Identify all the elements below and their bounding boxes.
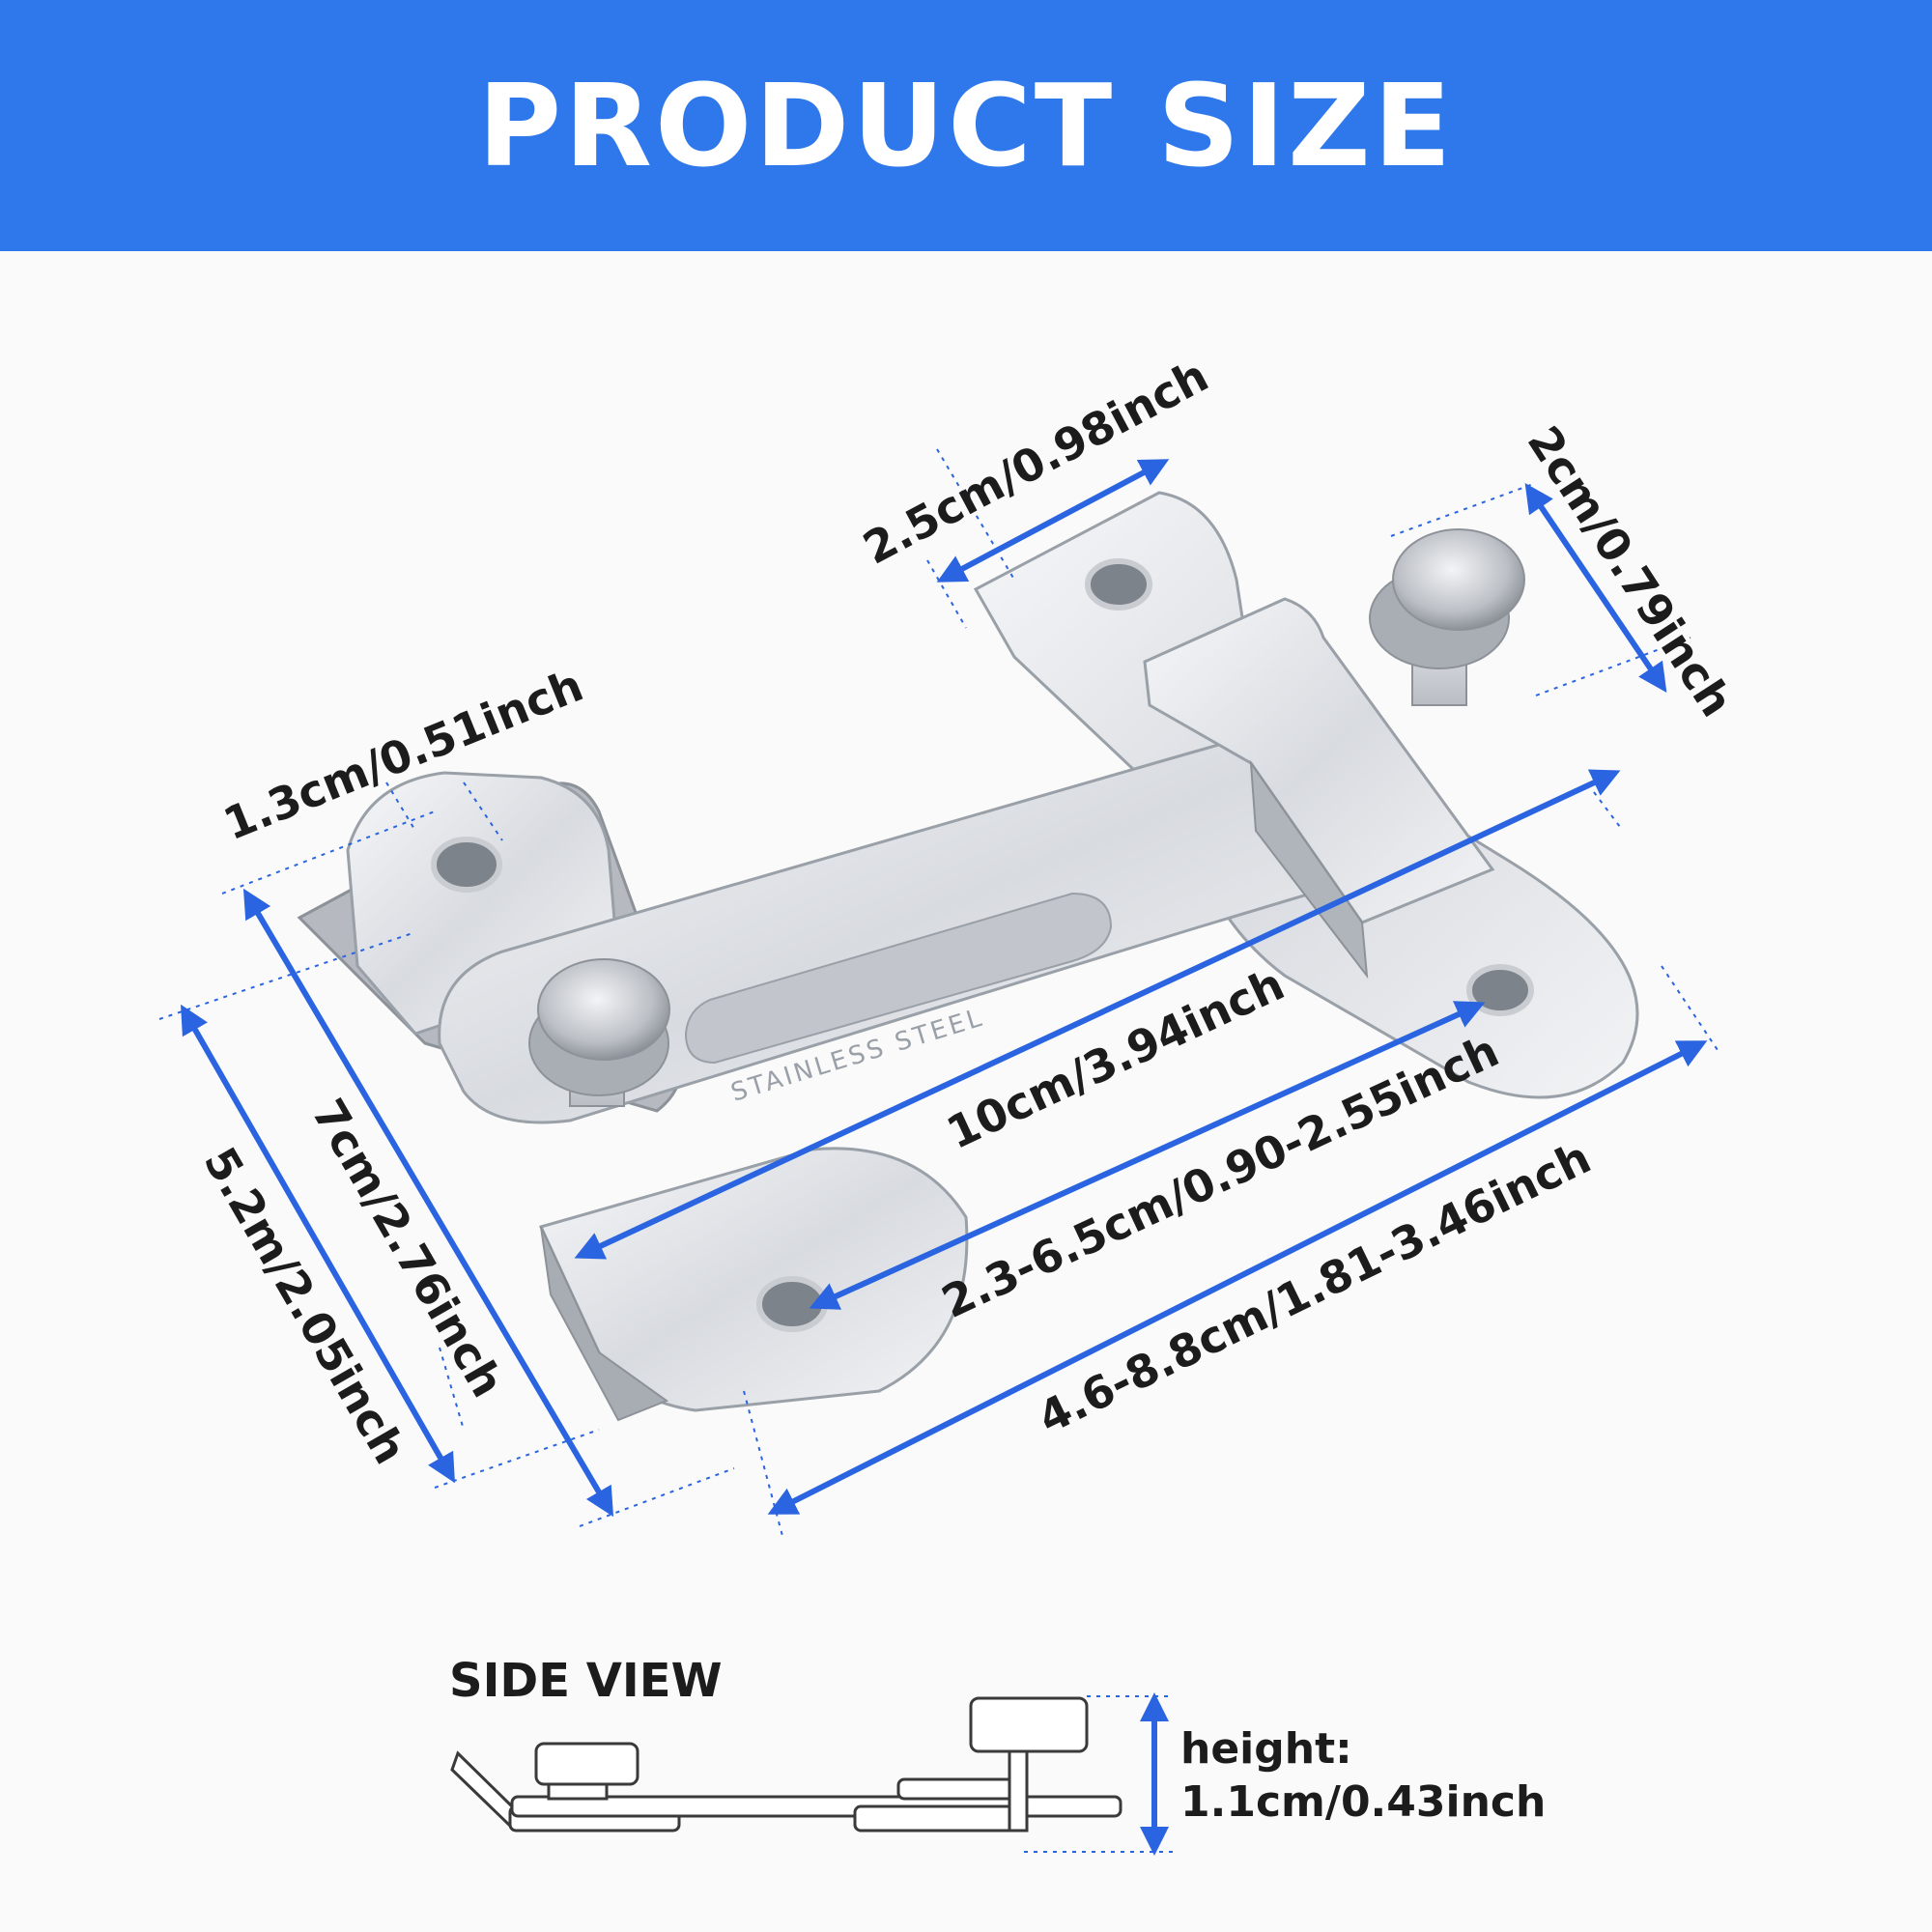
side-view-title: SIDE VIEW (449, 1654, 723, 1708)
arrow-tab-width (936, 459, 1170, 582)
label-slot-range: 2.3-6.5cm/0.90-2.55inch (934, 1024, 1507, 1328)
side-view-left-bracket (450, 1750, 514, 1830)
dimension-arrows (181, 459, 1708, 1856)
side-view-right-knob (969, 1696, 1089, 1753)
side-view-left-knob (534, 1742, 639, 1786)
side-view-height-label: height: (1180, 1724, 1352, 1774)
page-title: PRODUCT SIZE (477, 59, 1455, 192)
right-plate-hole-top (1085, 558, 1152, 611)
arrow-knob-dia (1524, 483, 1667, 693)
side-view-drawing (450, 1696, 1122, 1833)
left-plate-hole-top (431, 837, 502, 893)
header-banner: PRODUCT SIZE (0, 0, 1932, 251)
side-view-catch (896, 1777, 1026, 1801)
arrow-bar-width (181, 1004, 455, 1484)
right-knob-top (1392, 528, 1525, 631)
side-view-right-foot (853, 1804, 1026, 1833)
bar-knob-top (537, 958, 670, 1061)
product-diagram: STAINLESS STEEL 2.5cm/0.98 (158, 349, 1744, 1856)
arrow-span-range (767, 1040, 1708, 1515)
label-knob-dia: 2cm/0.79inch (1518, 417, 1744, 726)
label-span-range: 4.6-8.8cm/1.81-3.46inch (1030, 1131, 1599, 1444)
side-view-height-value: 1.1cm/0.43inch (1180, 1777, 1546, 1827)
